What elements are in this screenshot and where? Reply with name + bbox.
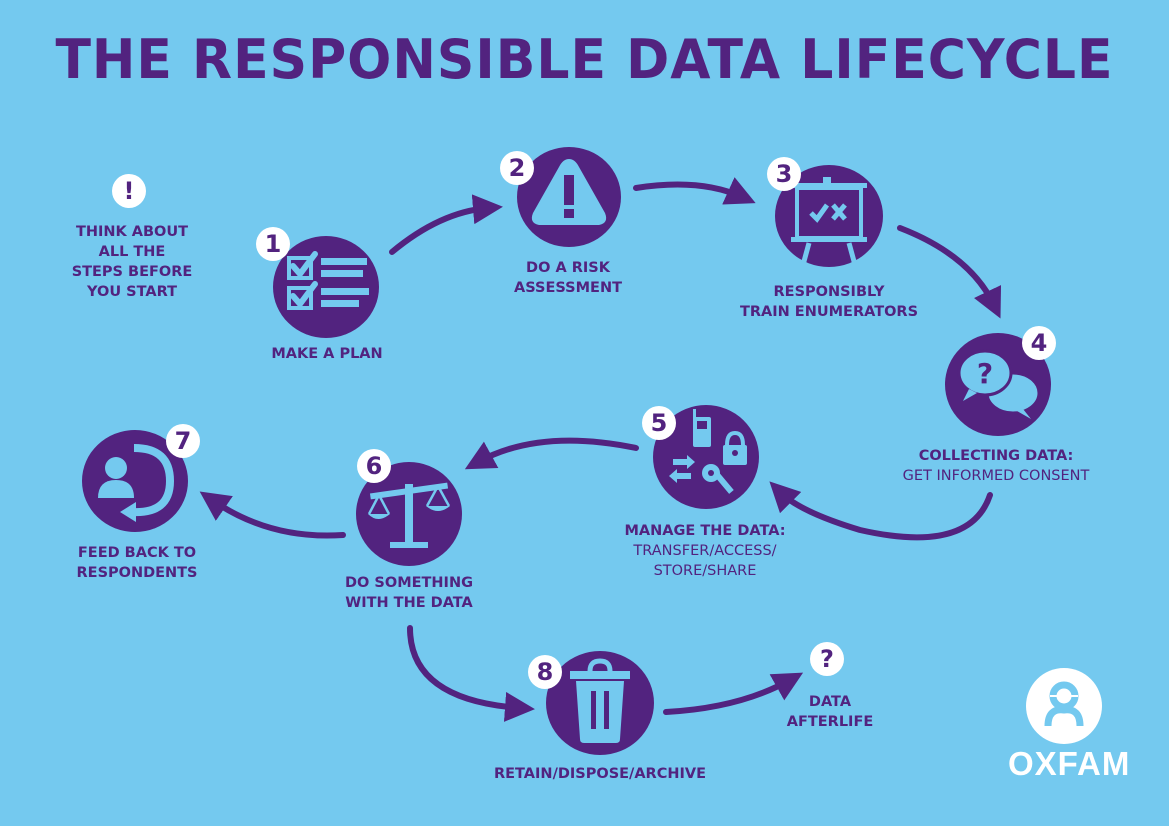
presentation-board-icon: [791, 177, 867, 266]
step-1-disc: [273, 236, 379, 338]
speech-bubbles-question-icon: ?: [957, 349, 1041, 419]
step-5-badge: 5: [642, 406, 676, 440]
step-2-label: DO A RISK ASSESSMENT: [514, 260, 622, 296]
step-6-badge: 6: [357, 449, 391, 483]
step-7-label: FEED BACK TO RESPONDENTS: [76, 545, 198, 581]
preface-badge: !: [112, 174, 146, 208]
oxfam-logo-icon: [1026, 668, 1102, 744]
arrow-3-to-4: [897, 225, 1002, 319]
question-icon: ?: [820, 645, 834, 673]
arrow-6-to-8: [407, 625, 535, 722]
step-4-badge: 4: [1022, 326, 1056, 360]
checklist-icon: [287, 251, 369, 310]
svg-text:?: ?: [977, 357, 993, 390]
step-3-badge: 3: [767, 157, 801, 191]
step-8-label: RETAIN/DISPOSE/ARCHIVE: [493, 766, 707, 782]
step-8-disc: [546, 651, 654, 755]
arrow-8-to-afterlife: [663, 672, 804, 715]
afterlife-label: DATA AFTERLIFE: [786, 694, 874, 730]
step-3-disc: [775, 165, 883, 267]
step-8-badge: 8: [528, 655, 562, 689]
warning-triangle-icon: [531, 159, 607, 225]
trash-bin-icon: [570, 658, 630, 743]
arrow-6-to-7: [199, 491, 346, 539]
scales-icon: [367, 482, 451, 548]
person-feedback-cycle-icon: [98, 444, 175, 522]
step-4-label: COLLECTING DATA: GET INFORMED CONSENT: [902, 448, 1090, 484]
step-6-label: DO SOMETHING WITH THE DATA: [345, 575, 473, 611]
step-7-badge: 7: [166, 424, 200, 458]
arrow-1-to-2: [389, 194, 503, 255]
step-2-disc: [517, 147, 621, 247]
step-1-badge: 1: [256, 227, 290, 261]
arrow-2-to-3: [633, 177, 756, 205]
arrow-5-to-6: [464, 437, 639, 470]
page-title: THE RESPONSIBLE DATA LIFECYCLE: [55, 28, 1114, 92]
step-2-badge: 2: [500, 151, 534, 185]
exclamation-icon: !: [123, 177, 135, 205]
step-3-label: RESPONSIBLY TRAIN ENUMERATORS: [739, 284, 919, 320]
preface-label: THINK ABOUT ALL THE STEPS BEFORE YOU STA…: [71, 224, 193, 300]
afterlife-badge: ?: [810, 642, 844, 676]
step-4-disc: ?: [945, 333, 1051, 436]
step-5-label: MANAGE THE DATA: TRANSFER/ACCESS/ STORE/…: [624, 523, 786, 579]
step-1-label: MAKE A PLAN: [271, 346, 383, 362]
oxfam-logo-text: OXFAM: [1008, 745, 1131, 782]
phone-lock-key-transfer-icon: [669, 409, 747, 494]
arrow-4-to-5: [769, 481, 993, 541]
